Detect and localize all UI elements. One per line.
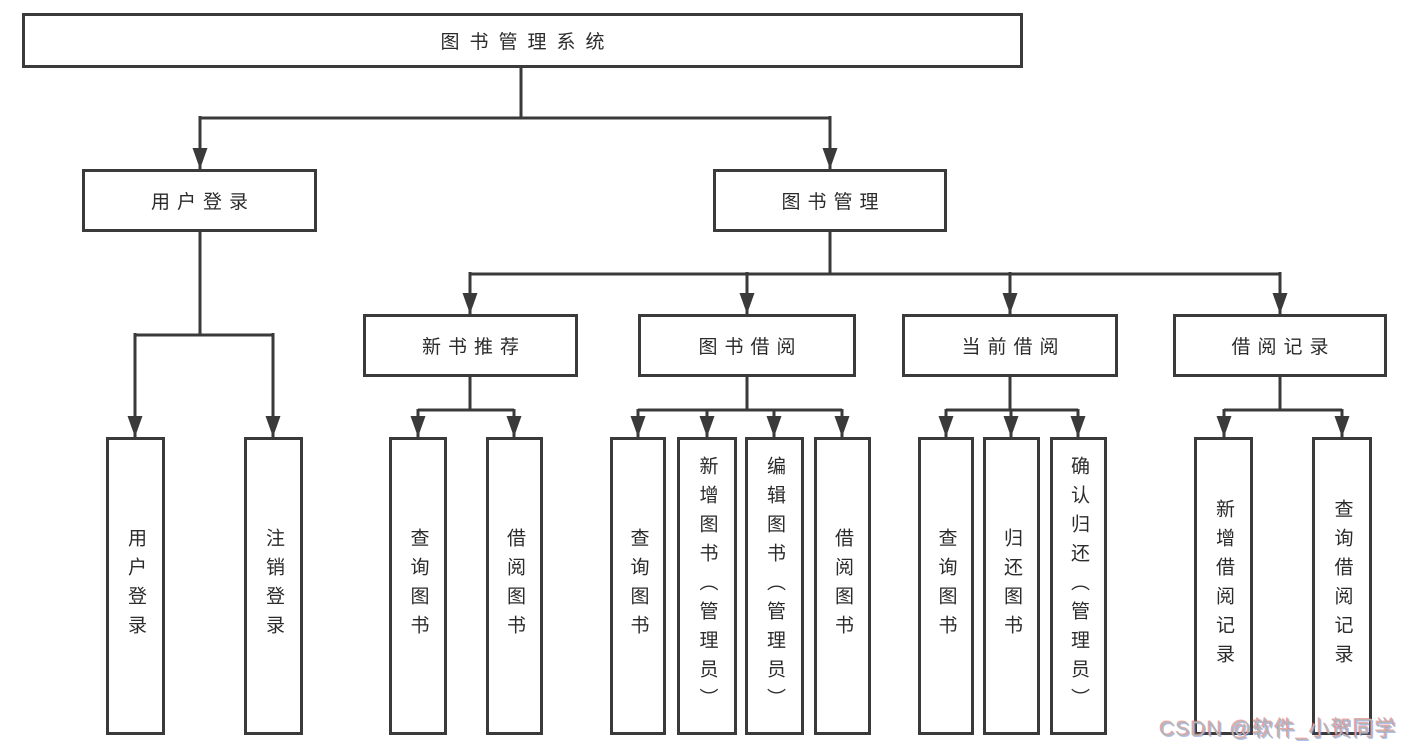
node-user-login: 用户登录 — [82, 169, 317, 232]
leaf-recommend-borrow-books: 借阅图书 — [486, 437, 543, 735]
leaf-current-return-books: 归还图书 — [983, 437, 1040, 735]
leaf-borrowing-add-books-admin: 新增图书（管理员） — [677, 437, 737, 735]
leaf-records-add-record-label: 新增借阅记录 — [1213, 499, 1234, 673]
leaf-records-add-record: 新增借阅记录 — [1194, 437, 1253, 735]
node-root-system-label: 图书管理系统 — [440, 32, 615, 53]
node-borrowing-records: 借阅记录 — [1173, 314, 1387, 377]
connector-new-rec-children — [410, 377, 522, 437]
leaf-recommend-query-books-label: 查询图书 — [407, 528, 429, 644]
leaf-user-login-label: 用户登录 — [125, 528, 146, 644]
node-book-borrowing: 图书借阅 — [638, 314, 856, 377]
leaf-current-confirm-return-admin: 确认归还（管理员） — [1050, 437, 1107, 735]
leaf-records-query-record-label: 查询借阅记录 — [1331, 499, 1353, 673]
leaf-borrowing-edit-books-admin: 编辑图书（管理员） — [745, 437, 804, 735]
leaf-borrowing-edit-books-admin-label: 编辑图书（管理员） — [764, 455, 785, 717]
leaf-records-query-record: 查询借阅记录 — [1312, 437, 1372, 735]
connector-root-to-level2 — [192, 68, 838, 169]
node-new-book-recommend: 新书推荐 — [363, 314, 578, 377]
connector-borrowing-children — [630, 377, 850, 437]
node-borrowing-records-label: 借阅记录 — [1231, 337, 1336, 358]
node-book-borrowing-label: 图书借阅 — [698, 337, 803, 358]
node-book-management-label: 图书管理 — [781, 192, 886, 213]
node-current-borrowing: 当前借阅 — [902, 314, 1118, 377]
csdn-watermark: CSDN @软件_小贺同学 — [1159, 718, 1397, 741]
connector-records-children — [1216, 377, 1350, 437]
leaf-user-login: 用户登录 — [106, 437, 165, 735]
leaf-borrowing-borrow-books-label: 借阅图书 — [832, 528, 853, 644]
leaf-current-query-books: 查询图书 — [918, 437, 974, 735]
leaf-borrowing-add-books-admin-label: 新增图书（管理员） — [696, 455, 718, 717]
node-root-system: 图书管理系统 — [22, 13, 1023, 68]
leaf-current-query-books-label: 查询图书 — [935, 528, 957, 644]
connector-book-mgmt-children — [462, 232, 1288, 314]
connector-current-children — [938, 377, 1086, 437]
node-new-book-recommend-label: 新书推荐 — [421, 337, 526, 358]
node-user-login-label: 用户登录 — [150, 192, 255, 213]
leaf-logout-label: 注销登录 — [263, 528, 284, 644]
leaf-borrowing-borrow-books: 借阅图书 — [814, 437, 871, 735]
leaf-recommend-borrow-books-label: 借阅图书 — [504, 528, 525, 644]
leaf-current-return-books-label: 归还图书 — [1001, 528, 1022, 644]
connector-user-login-children — [127, 231, 281, 437]
leaf-current-confirm-return-admin-label: 确认归还（管理员） — [1068, 455, 1089, 717]
leaf-logout: 注销登录 — [244, 437, 303, 735]
leaf-borrowing-query-books-label: 查询图书 — [627, 528, 649, 644]
node-book-management: 图书管理 — [713, 169, 947, 232]
node-current-borrowing-label: 当前借阅 — [961, 337, 1066, 358]
leaf-borrowing-query-books: 查询图书 — [610, 437, 666, 735]
leaf-recommend-query-books: 查询图书 — [389, 437, 447, 735]
